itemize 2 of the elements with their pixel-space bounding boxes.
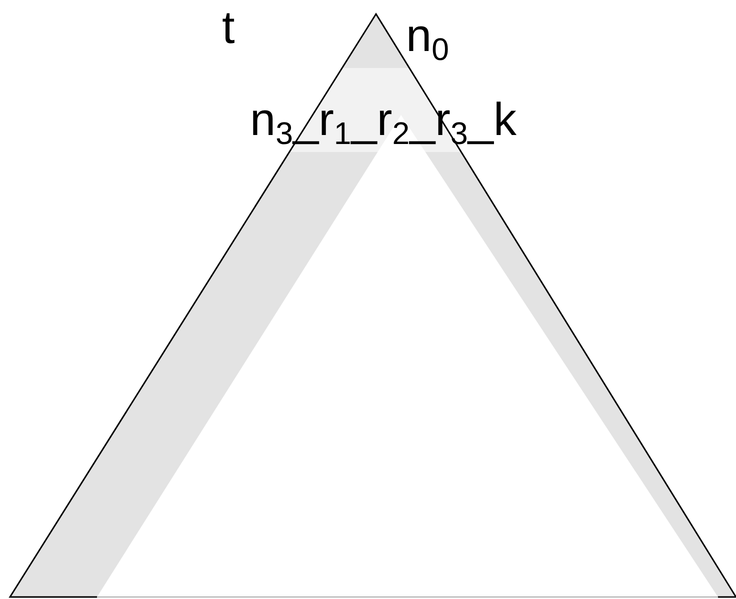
math-label: t [222,4,235,50]
math-label: n$_{0}$ [406,12,449,66]
